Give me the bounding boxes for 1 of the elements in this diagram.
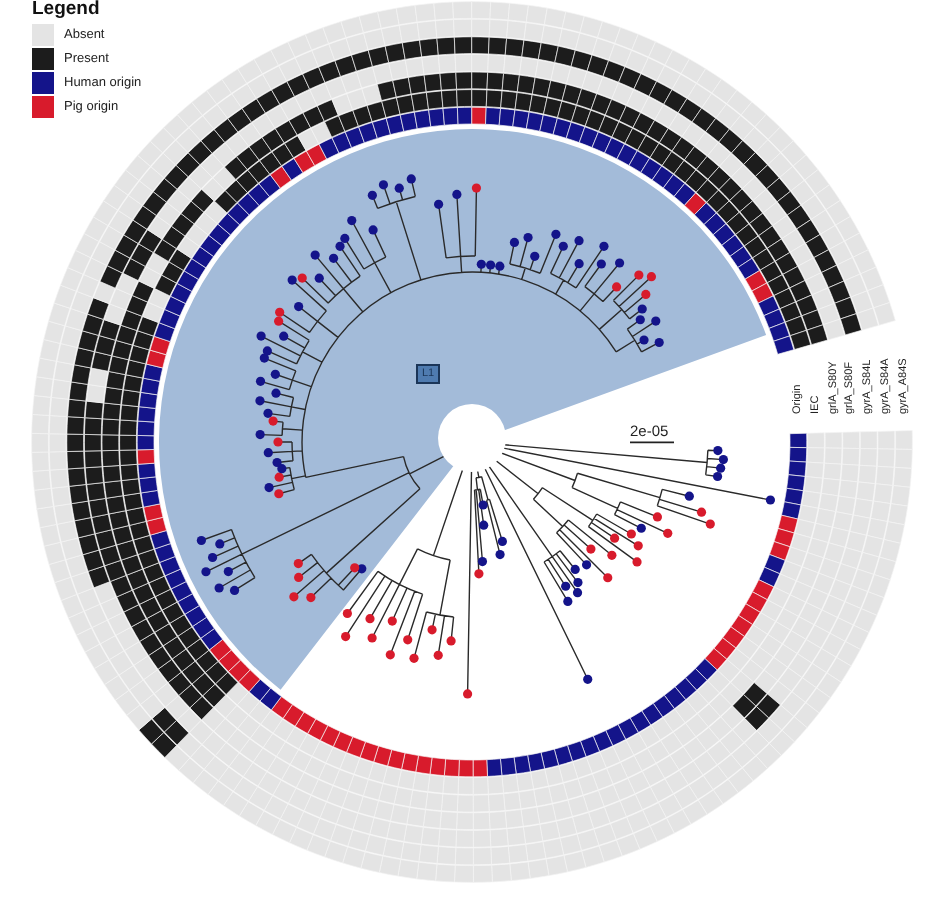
legend-title: Legend bbox=[32, 0, 100, 20]
